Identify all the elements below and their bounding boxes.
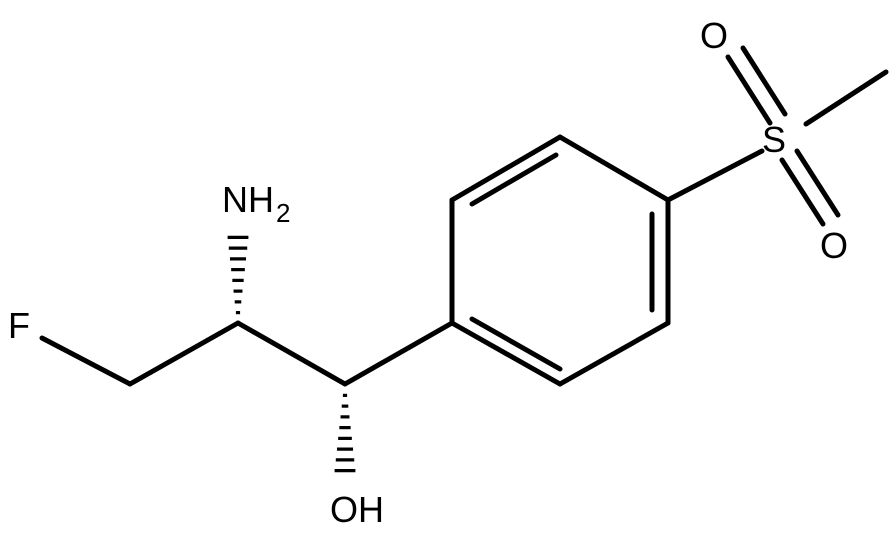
ring-bond-4: [557, 134, 671, 203]
atom-label-o-bottom: O: [820, 225, 848, 266]
atom-label-o-top: O: [700, 15, 728, 56]
bond-s-o-top-a: [725, 54, 773, 126]
bond-c1-aryl: [342, 320, 455, 387]
atom-label-n-h: H: [248, 179, 274, 220]
bond-c2-c1: [235, 320, 348, 387]
ring-bond-1: [449, 320, 563, 387]
atom-label-n-h-count: 2: [276, 198, 290, 228]
bond-s-o-top-b: [740, 45, 788, 117]
hashed-wedge-nh2: [227, 235, 249, 315]
bond-s-o-bottom-a: [779, 157, 826, 227]
bond-s-ch3: [803, 69, 889, 127]
ring-bond-5: [449, 134, 563, 203]
bond-ch2-c2: [127, 320, 241, 387]
atom-label-o-hydroxyl: O: [330, 489, 358, 530]
atom-label-o-h: H: [358, 489, 384, 530]
hashed-wedge-oh: [334, 393, 356, 473]
bond-aryl-s: [665, 148, 765, 203]
ring-double-3: [469, 152, 559, 207]
atom-label-s: S: [762, 119, 786, 160]
atom-label-n: N: [222, 179, 248, 220]
bond-f-ch2: [39, 335, 133, 387]
atom-label-f: F: [8, 305, 30, 346]
ring-bond-2: [557, 320, 671, 387]
ring-double-1: [469, 316, 563, 372]
bond-s-o-bottom-b: [794, 148, 841, 218]
